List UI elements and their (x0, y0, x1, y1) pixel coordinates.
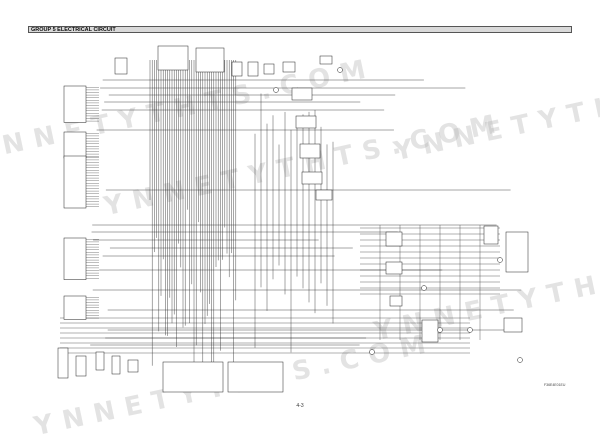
connector-block (282, 61, 296, 73)
connector-block (195, 47, 225, 73)
switch-symbol (127, 359, 139, 373)
controller-connector (227, 361, 284, 393)
connector-block (63, 131, 87, 159)
lamp-symbol (497, 257, 503, 263)
switch-symbol (75, 355, 87, 377)
page-number: 4-3 (296, 403, 304, 409)
section-title: GROUP 5 ELECTRICAL CIRCUIT (31, 27, 116, 33)
switch-symbol (95, 351, 105, 371)
connector-block (63, 155, 87, 209)
relay-symbol (483, 225, 499, 245)
lamp-symbol (467, 327, 473, 333)
lamp-symbol (337, 67, 343, 73)
relay-symbol (385, 261, 403, 275)
connector-block (63, 237, 87, 280)
lamp-symbol (421, 285, 427, 291)
connector-block (63, 85, 87, 123)
connector-block (247, 61, 259, 77)
component-symbols (57, 45, 529, 393)
lamp-symbol (437, 327, 443, 333)
lamp-symbol (273, 87, 279, 93)
lamp-symbol (369, 349, 375, 355)
wire-network (60, 60, 522, 390)
relay-symbol (421, 319, 439, 343)
connector-block (114, 57, 128, 75)
relay-symbol (291, 87, 313, 101)
switch-symbol (111, 355, 121, 375)
connector-block (263, 63, 275, 75)
connector-block (319, 55, 333, 65)
relay-symbol (299, 143, 321, 159)
wiring-schematic (57, 45, 529, 393)
relay-symbol (503, 317, 523, 333)
drawing-code: F36E4E01EU (544, 383, 566, 387)
connector-block (63, 295, 87, 320)
controller-connector (162, 361, 224, 393)
relay-symbol (385, 231, 403, 247)
relay-symbol (301, 171, 323, 185)
lamp-symbol (517, 357, 523, 363)
connector-block (231, 61, 243, 77)
relay-symbol (389, 295, 403, 307)
connector-block (157, 45, 189, 71)
section-header-bar: GROUP 5 ELECTRICAL CIRCUIT (28, 26, 572, 33)
relay-symbol (315, 189, 333, 201)
relay-symbol (295, 115, 317, 129)
switch-symbol (57, 347, 69, 379)
relay-symbol (505, 231, 529, 273)
